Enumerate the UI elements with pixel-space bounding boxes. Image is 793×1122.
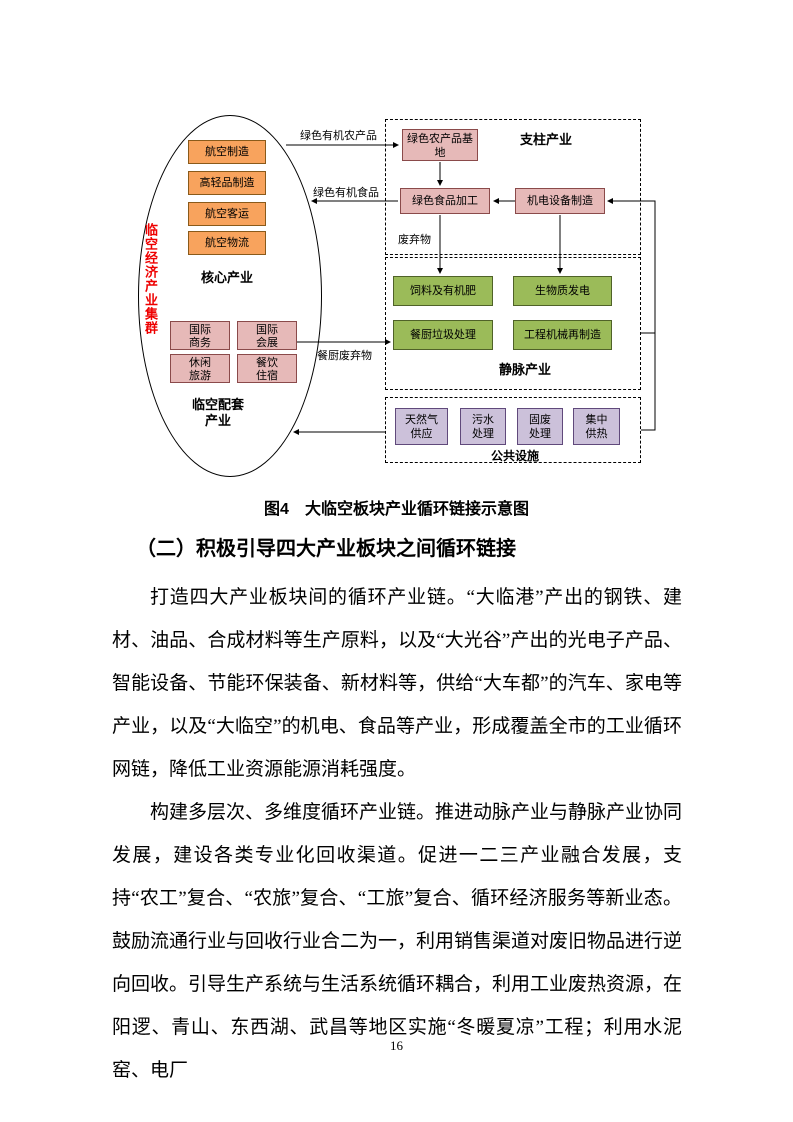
public-facility-label: 公共设施 bbox=[490, 449, 539, 463]
flow-label-green-agri: 绿色有机农产品 bbox=[300, 130, 377, 142]
vein-box-machinery-remanufacturing: 工程机械再制造 bbox=[513, 320, 612, 350]
figure-caption: 图4 大临空板块产业循环链接示意图 bbox=[264, 501, 529, 518]
vein-industry-label: 静脉产业 bbox=[498, 362, 551, 377]
core-box-aviation-manufacturing: 航空制造 bbox=[188, 140, 266, 164]
flow-label-green-food: 绿色有机食品 bbox=[313, 187, 379, 199]
paragraph: 构建多层次、多维度循环产业链。推进动脉产业与静脉产业协同发展，建设各类专业化回收… bbox=[112, 802, 683, 1081]
pillar-box-green-food-processing: 绿色食品加工 bbox=[400, 188, 490, 214]
vein-box-feed-fertilizer: 饲料及有机肥 bbox=[393, 276, 493, 306]
page-number: 16 bbox=[390, 1038, 403, 1053]
cluster-vertical-label: 临空经济产业集群 bbox=[143, 223, 158, 335]
core-box-highvalue-manufacturing: 高轻品制造 bbox=[188, 171, 266, 195]
pillar-industry-label: 支柱产业 bbox=[520, 132, 573, 147]
vein-box-kitchen-waste-treatment: 餐厨垃圾处理 bbox=[393, 320, 493, 350]
support-box-business: 国际 商务 bbox=[170, 321, 230, 350]
flow-label-waste: 废弃物 bbox=[398, 234, 431, 246]
support-industry-label: 临空配套 产业 bbox=[191, 397, 244, 428]
vein-box-biomass-power: 生物质发电 bbox=[513, 276, 612, 306]
support-box-catering-lodging: 餐饮 住宿 bbox=[237, 354, 297, 383]
public-box-central-heating: 集中 供热 bbox=[573, 408, 620, 445]
public-box-sewage-treatment: 污水 处理 bbox=[460, 408, 506, 445]
body-text: 打造四大产业板块间的循环产业链。“大临港”产出的钢铁、建材、油品、合成材料等生产… bbox=[112, 576, 682, 1092]
section-heading: （二）积极引导四大产业板块之间循环链接 bbox=[136, 538, 516, 560]
paragraph: 打造四大产业板块间的循环产业链。“大临港”产出的钢铁、建材、油品、合成材料等生产… bbox=[112, 587, 682, 780]
core-industry-label: 核心产业 bbox=[200, 270, 253, 285]
pillar-industry-group bbox=[385, 119, 641, 255]
flow-label-kitchen-waste: 餐厨废弃物 bbox=[317, 350, 372, 362]
cluster-ellipse bbox=[138, 115, 322, 477]
figure-diagram: 临空经济产业集群 航空制造 高轻品制造 航空客运 航空物 bbox=[120, 105, 680, 480]
pillar-box-electromechanical: 机电设备制造 bbox=[515, 188, 605, 214]
core-box-air-logistics: 航空物流 bbox=[188, 231, 266, 255]
core-box-passenger-transport: 航空客运 bbox=[188, 202, 266, 226]
support-box-exhibition: 国际 会展 bbox=[237, 321, 297, 350]
public-box-solid-waste: 固废 处理 bbox=[517, 408, 563, 445]
public-box-natural-gas: 天然气 供应 bbox=[395, 408, 448, 445]
pillar-box-green-agri-base: 绿色农产品基地 bbox=[402, 129, 478, 161]
support-box-leisure-tourism: 休闲 旅游 bbox=[170, 354, 230, 383]
